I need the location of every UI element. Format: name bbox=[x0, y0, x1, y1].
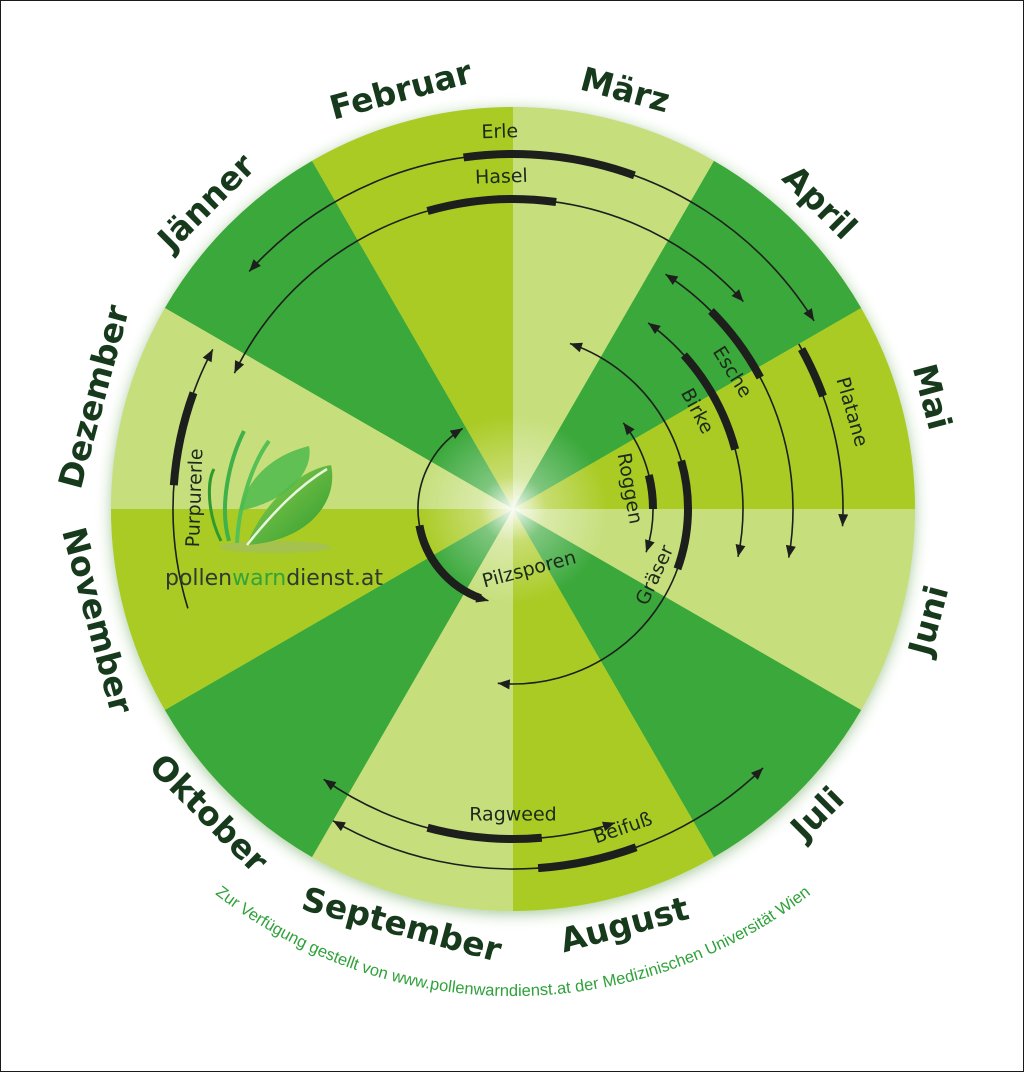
leaf-icon bbox=[207, 430, 333, 553]
arrow-head bbox=[751, 768, 764, 780]
arrow-head bbox=[602, 821, 615, 832]
arrow-head bbox=[323, 779, 337, 791]
month-label: Mai bbox=[905, 360, 960, 434]
pollen-label: Ragweed bbox=[469, 804, 556, 826]
sector-7 bbox=[513, 509, 862, 858]
sector-8 bbox=[513, 509, 714, 911]
sector-10 bbox=[164, 509, 514, 858]
peak-bar bbox=[463, 150, 636, 180]
arrow-head bbox=[234, 360, 245, 374]
peak-bar bbox=[708, 308, 764, 380]
arrow-head bbox=[570, 342, 583, 353]
peak-bar bbox=[169, 391, 198, 486]
peak-bar bbox=[426, 823, 543, 843]
arrow-head bbox=[202, 349, 213, 363]
peak-bar bbox=[415, 524, 482, 603]
sector-3 bbox=[513, 107, 714, 509]
sector-6 bbox=[513, 509, 915, 710]
arrow-head bbox=[838, 514, 849, 527]
pollen-label: Hasel bbox=[475, 165, 529, 189]
arrow-head bbox=[735, 544, 746, 557]
sector-11 bbox=[111, 509, 513, 710]
month-sectors bbox=[111, 107, 915, 911]
arrow-head bbox=[449, 428, 463, 439]
sector-4 bbox=[513, 160, 862, 510]
peak-bar bbox=[537, 843, 638, 873]
arrow-head bbox=[249, 259, 261, 272]
sector-2 bbox=[312, 107, 513, 509]
sector-9 bbox=[312, 509, 513, 911]
season-arc bbox=[665, 273, 794, 558]
peak-bar bbox=[680, 352, 740, 451]
logo: pollenwarndienst.at bbox=[165, 430, 383, 591]
sector-1 bbox=[164, 160, 514, 510]
arrow-head bbox=[497, 679, 511, 690]
peak-bar bbox=[673, 459, 692, 571]
logo-wordmark: pollenwarndienst.at bbox=[165, 566, 383, 591]
arrow-head bbox=[731, 289, 744, 302]
pollen-season-arcs bbox=[169, 150, 849, 873]
arrow-head bbox=[648, 322, 661, 334]
arrow-head bbox=[803, 308, 815, 321]
arrow-head bbox=[623, 422, 635, 436]
arrow-head bbox=[645, 539, 655, 553]
pollen-label: Purpurerle bbox=[182, 448, 207, 548]
pollen-label: Erle bbox=[481, 120, 519, 143]
month-label: März bbox=[577, 59, 675, 120]
peak-bar bbox=[798, 347, 827, 398]
arrow-head bbox=[333, 820, 346, 832]
arrow-head bbox=[475, 592, 489, 603]
month-label: Juni bbox=[900, 581, 956, 661]
peak-bar bbox=[644, 474, 657, 510]
peak-bar bbox=[426, 195, 557, 215]
arrow-head bbox=[785, 544, 796, 558]
sector-5 bbox=[513, 308, 915, 509]
arrow-head bbox=[665, 274, 679, 285]
